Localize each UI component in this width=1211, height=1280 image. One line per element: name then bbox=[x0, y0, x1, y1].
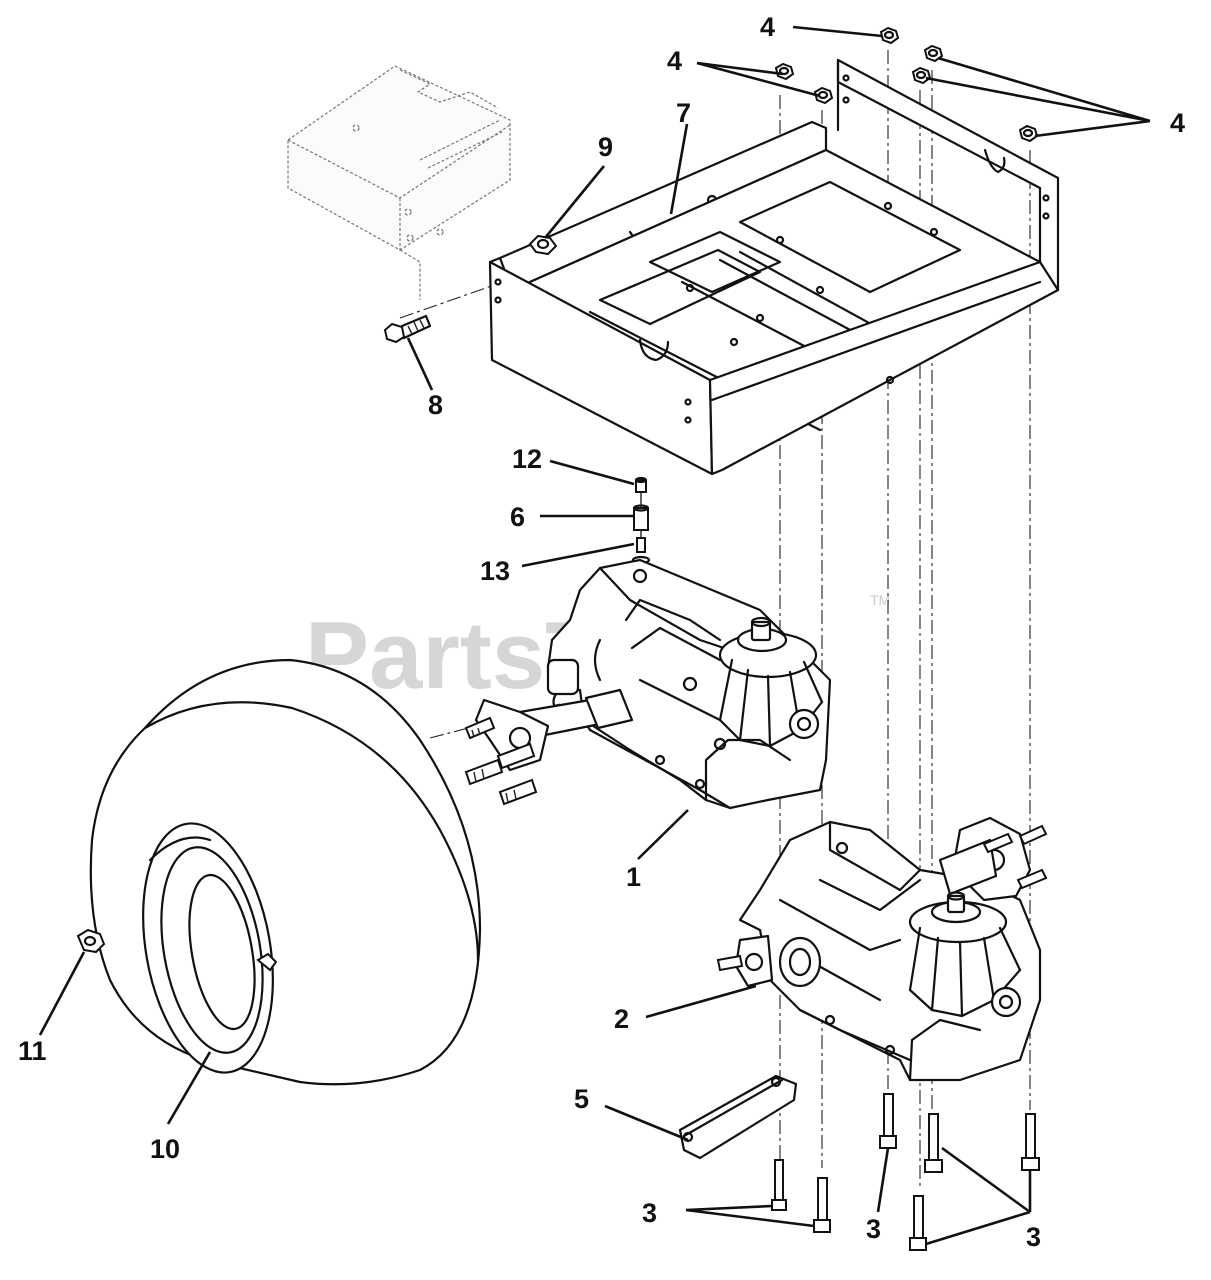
bracket-5 bbox=[678, 1074, 798, 1160]
callout-5: 5 bbox=[574, 1084, 589, 1114]
nuts-4 bbox=[774, 26, 1039, 143]
callout-12: 12 bbox=[512, 444, 542, 474]
transaxle-2 bbox=[716, 816, 1048, 1082]
callout-9: 9 bbox=[598, 132, 613, 162]
callout-1: 1 bbox=[626, 862, 641, 892]
callout-2: 2 bbox=[614, 1004, 629, 1034]
leader-lines bbox=[38, 25, 1151, 1246]
transaxle-1 bbox=[518, 558, 832, 810]
callout-labels: 1 2 3 3 3 4 4 4 5 6 7 8 9 10 11 12 13 bbox=[18, 12, 1185, 1252]
bolts-3 bbox=[771, 1093, 1040, 1251]
callout-8: 8 bbox=[428, 390, 443, 420]
callout-7: 7 bbox=[676, 98, 691, 128]
bolt-8 bbox=[383, 314, 432, 344]
lug-nut-11 bbox=[76, 928, 106, 954]
callout-4b: 4 bbox=[667, 46, 682, 76]
callout-6: 6 bbox=[510, 502, 525, 532]
ghost-frame-section bbox=[287, 65, 511, 300]
callout-3c: 3 bbox=[1026, 1222, 1041, 1252]
hex-nut-9 bbox=[528, 234, 558, 256]
callout-3b: 3 bbox=[866, 1214, 881, 1244]
callout-3a: 3 bbox=[642, 1198, 657, 1228]
mounting-plate bbox=[488, 58, 1060, 476]
callout-11: 11 bbox=[18, 1036, 47, 1066]
tire-10 bbox=[89, 658, 482, 1086]
callout-4a: 4 bbox=[760, 12, 775, 42]
callout-4c: 4 bbox=[1170, 108, 1185, 138]
wheel-hub-1 bbox=[464, 698, 550, 806]
callout-13: 13 bbox=[480, 556, 510, 586]
watermark-trademark: TM bbox=[870, 592, 890, 608]
callout-10: 10 bbox=[150, 1134, 180, 1164]
fittings-stack bbox=[631, 476, 651, 565]
